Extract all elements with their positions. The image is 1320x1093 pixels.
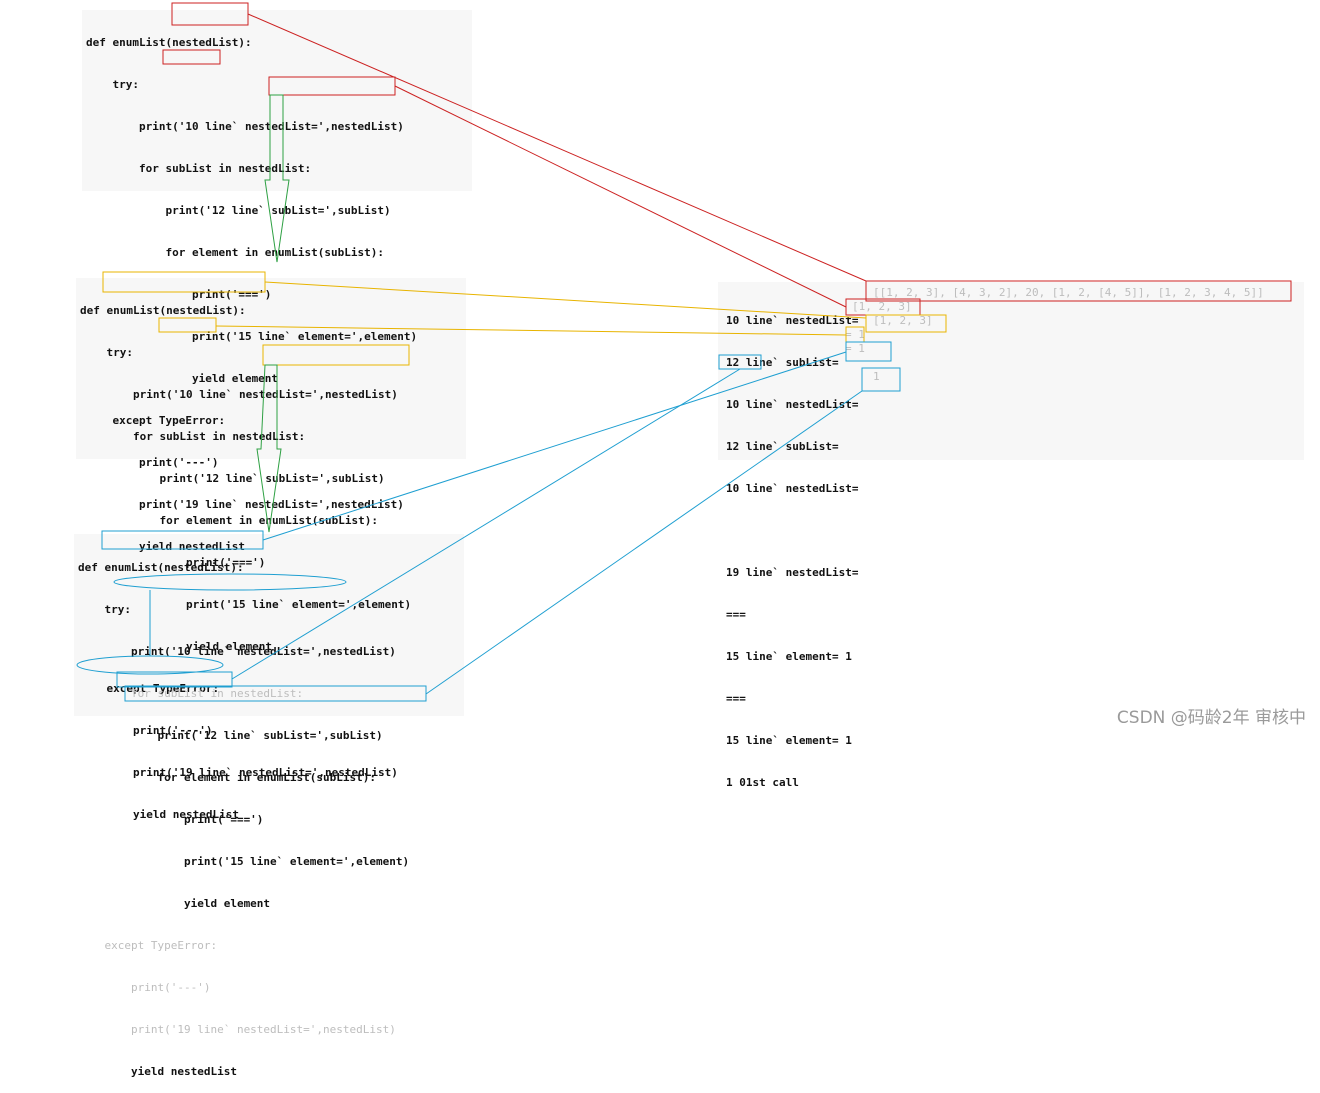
- highlight-ellipse-cyan: [113, 573, 347, 591]
- code-line-faded: print('---'): [78, 981, 211, 994]
- highlight-box-yellow: [158, 317, 217, 333]
- code-line: print('15 line` element=',element): [78, 855, 410, 868]
- code-line: print('10 line` nestedList=',nestedList): [80, 388, 398, 401]
- highlight-box-cyan: [845, 341, 892, 362]
- output-line: 10 line` nestedList=: [726, 482, 859, 495]
- watermark: CSDN @码龄2年 审核中: [1116, 708, 1306, 728]
- code-line: yield nestedList: [86, 540, 245, 553]
- output-line: 1 01st call: [726, 776, 799, 789]
- connector-cyan: [262, 351, 847, 541]
- code-line: yield element: [78, 897, 271, 910]
- code-panel-2: [76, 278, 466, 459]
- highlight-box-cyan: [116, 671, 233, 688]
- annotation-overlay: [76, 2, 1292, 702]
- code-line: except TypeError:: [80, 682, 220, 695]
- output-panel: [718, 282, 1304, 460]
- code-panel-1: [82, 10, 472, 191]
- output-line: 10 line` nestedList=: [726, 314, 859, 327]
- code-line: yield element: [86, 372, 279, 385]
- output-line: 15 line` element= 1: [726, 650, 852, 663]
- output-line: ===: [726, 692, 746, 705]
- code-line: def enumList(nestedList):: [78, 561, 244, 574]
- output-line: 12 line` subList=: [726, 440, 839, 453]
- output-line: 19 line` nestedList=: [726, 566, 859, 579]
- code-line: except TypeError:: [86, 414, 226, 427]
- code-line: print('15 line` element=',element): [86, 330, 418, 343]
- connector-cyan: [425, 390, 863, 695]
- code-line: yield nestedList: [78, 1065, 237, 1078]
- recursion-arrow-green: [264, 94, 290, 263]
- highlight-box-red: [268, 76, 396, 96]
- code-line: try:: [86, 78, 139, 91]
- highlight-box-cyan: [101, 530, 264, 550]
- highlight-box-cyan: [124, 685, 427, 702]
- highlight-box-cyan: [718, 354, 762, 370]
- connector-yellow: [215, 325, 847, 336]
- code-line: print('12 line` subList=',subList): [86, 204, 391, 217]
- code-line: for element in enumList(subList):: [80, 514, 379, 527]
- code-line: print('15 line` element=',element): [80, 598, 412, 611]
- output-value-nestedlist-3: = 1: [845, 342, 865, 355]
- code-line: for subList in nestedList:: [86, 162, 312, 175]
- code-line: for subList in nestedList:: [80, 430, 306, 443]
- connector-red: [394, 85, 847, 308]
- highlight-box-red: [162, 49, 221, 65]
- highlight-ellipse-cyan: [76, 655, 224, 675]
- connector-red: [247, 13, 867, 282]
- output-line: 10 line` nestedList=: [726, 398, 859, 411]
- code-line: print('---'): [80, 724, 213, 737]
- code-line: try:: [80, 346, 133, 359]
- connector-yellow: [264, 281, 867, 319]
- output-value-nestedlist-2: [1, 2, 3]: [873, 314, 933, 327]
- code-line: print('10 line` nestedList=',nestedList): [86, 120, 404, 133]
- code-line-faded: except TypeError:: [78, 939, 218, 952]
- code-line: try:: [78, 603, 131, 616]
- code-line: print('10 line` nestedList=',nestedList): [78, 645, 396, 658]
- code-line: def enumList(nestedList):: [80, 304, 246, 317]
- highlight-box-yellow: [102, 271, 266, 293]
- code-line: print('12 line` subList=',subList): [80, 472, 385, 485]
- connector-cyan: [231, 368, 741, 680]
- highlight-box-yellow: [262, 344, 410, 366]
- code-line-faded: print('19 line` nestedList=',nestedList): [78, 1023, 396, 1036]
- output-value-nestedlist-1: [[1, 2, 3], [4, 3, 2], 20, [1, 2, [4, 5]…: [873, 286, 1264, 299]
- output-value-sublist-2: = 1: [845, 328, 865, 341]
- code-line: print('==='): [86, 288, 272, 301]
- code-line: def enumList(nestedList):: [86, 36, 252, 49]
- highlight-box-red: [171, 2, 249, 26]
- code-line: print('==='): [78, 813, 264, 826]
- highlight-box-yellow: [845, 326, 865, 343]
- code-line: print('---'): [86, 456, 219, 469]
- code-line: print('==='): [80, 556, 266, 569]
- code-line: for element in enumList(subList):: [78, 771, 377, 784]
- output-value-nestedlist-19: 1: [873, 370, 880, 383]
- code-line: yield element: [80, 640, 273, 653]
- code-line-faded: for subList in nestedList:: [78, 687, 304, 700]
- recursion-arrow-green: [256, 364, 282, 533]
- output-value-sublist-1: [1, 2, 3]: [852, 300, 912, 313]
- highlight-box-cyan: [861, 367, 901, 392]
- highlight-box-red: [865, 280, 1292, 302]
- output-line: 15 line` element= 1: [726, 734, 852, 747]
- output-line: ===: [726, 608, 746, 621]
- highlight-box-yellow: [865, 314, 947, 333]
- code-line: for element in enumList(subList):: [86, 246, 385, 259]
